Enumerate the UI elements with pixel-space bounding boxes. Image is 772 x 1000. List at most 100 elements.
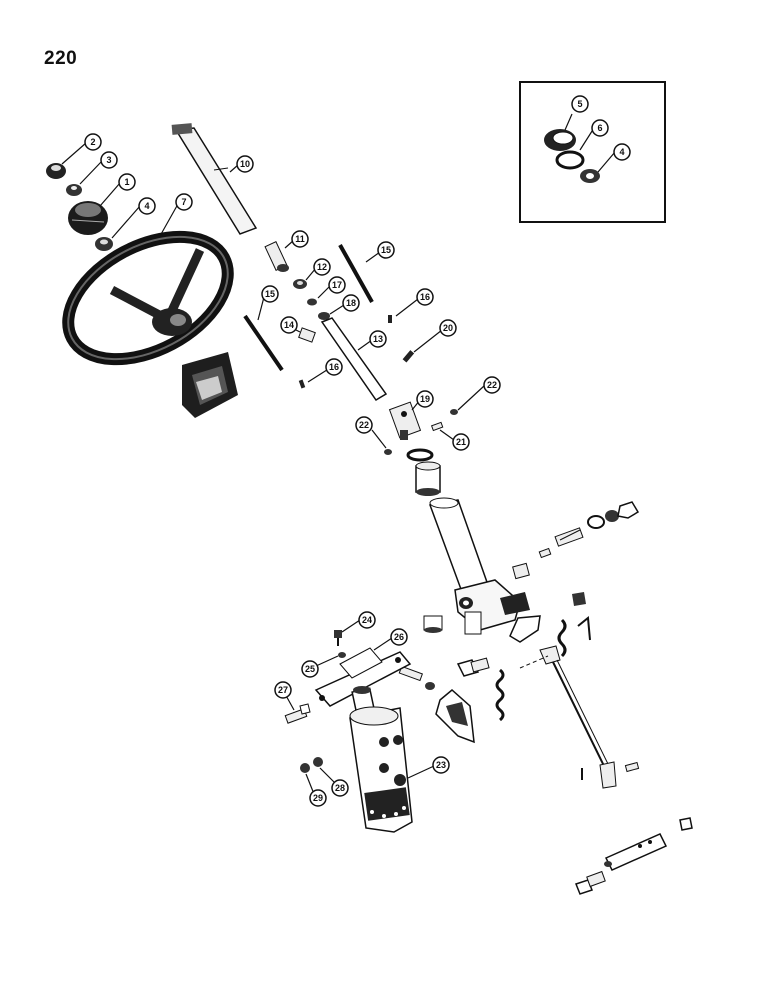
callout-inset-6: 6 <box>591 119 609 137</box>
bracket-bolt-center <box>456 657 490 677</box>
callout-18: 18 <box>342 294 360 312</box>
callout-20: 20 <box>439 319 457 337</box>
tilt-spring-upper <box>557 618 570 658</box>
svg-text:11: 11 <box>295 234 305 244</box>
inset-seal-ring <box>555 150 585 170</box>
callout-15-left: 15 <box>261 285 279 303</box>
svg-text:23: 23 <box>436 760 446 770</box>
bolt-27 <box>284 703 311 724</box>
callouts: 5 6 4 2 3 1 4 7 10 11 12 15 17 16 18 15 … <box>84 95 631 807</box>
svg-text:26: 26 <box>394 632 404 642</box>
callout-23: 23 <box>432 756 450 774</box>
callout-4: 4 <box>138 197 156 215</box>
svg-text:19: 19 <box>420 394 430 404</box>
intermediate-shaft <box>320 317 388 402</box>
callout-11: 11 <box>291 230 309 248</box>
control-rod <box>519 645 617 789</box>
callout-19: 19 <box>416 390 434 408</box>
tilt-lever <box>509 615 541 643</box>
small-pin-16-bottom <box>298 379 306 389</box>
bracket-bolt-left <box>398 665 435 690</box>
pin-20 <box>402 350 415 363</box>
mounting-bracket <box>314 647 412 707</box>
svg-text:13: 13 <box>373 334 383 344</box>
callout-27: 27 <box>274 681 292 699</box>
svg-text:18: 18 <box>346 298 356 308</box>
callout-29: 29 <box>309 789 327 807</box>
svg-text:25: 25 <box>305 664 315 674</box>
svg-text:27: 27 <box>278 685 288 695</box>
callout-26: 26 <box>390 628 408 646</box>
svg-text:7: 7 <box>181 197 186 207</box>
callout-10: 10 <box>236 155 254 173</box>
callout-16-bottom: 16 <box>325 358 343 376</box>
upper-bushing <box>415 461 441 496</box>
callout-3: 3 <box>100 151 118 169</box>
steering-hub <box>68 201 108 235</box>
svg-text:15: 15 <box>265 289 275 299</box>
pivot-bolt <box>554 527 584 547</box>
universal-joint <box>388 401 422 440</box>
pivot-nut-2 <box>617 501 640 519</box>
svg-text:4: 4 <box>619 147 624 157</box>
callout-22-right: 22 <box>483 376 501 394</box>
inset-seal-cup <box>544 129 576 151</box>
page-number: 220 <box>44 48 78 69</box>
svg-text:1: 1 <box>124 177 129 187</box>
shaft-coupler <box>264 241 289 272</box>
lock-nut <box>572 592 586 606</box>
inset-nut <box>580 169 600 183</box>
linkage-bolt <box>575 870 606 895</box>
callout-17: 17 <box>328 276 346 294</box>
steering-wheel <box>62 230 234 366</box>
steering-column-tube <box>428 497 530 635</box>
bushing-12 <box>293 279 307 289</box>
svg-text:21: 21 <box>456 437 466 447</box>
steering-control-valve <box>349 686 413 833</box>
svg-text:22: 22 <box>359 420 369 430</box>
svg-text:6: 6 <box>597 123 602 133</box>
svg-text:15: 15 <box>381 245 391 255</box>
svg-text:14: 14 <box>284 320 294 330</box>
callout-25: 25 <box>301 660 319 678</box>
callout-2: 2 <box>84 133 102 151</box>
linkage-arm <box>604 833 668 871</box>
hub-cap <box>46 163 66 179</box>
callout-14: 14 <box>280 316 298 334</box>
linkage-washer <box>604 861 612 867</box>
svg-text:16: 16 <box>420 292 430 302</box>
nut-28 <box>313 757 323 767</box>
clevis-pin <box>624 761 640 773</box>
svg-text:3: 3 <box>106 155 111 165</box>
steering-shroud <box>182 352 238 418</box>
svg-text:17: 17 <box>332 280 342 290</box>
svg-text:12: 12 <box>317 262 327 272</box>
valve-shield <box>435 689 475 744</box>
inset-frame <box>519 81 666 223</box>
hub-lower-nut <box>95 237 113 251</box>
bracket-bolt-24 <box>334 630 342 646</box>
svg-text:16: 16 <box>329 362 339 372</box>
nut-29 <box>300 763 310 773</box>
nut-22-right <box>450 409 458 415</box>
callout-16-top: 16 <box>416 288 434 306</box>
callout-inset-4: 4 <box>613 143 631 161</box>
callout-22-left: 22 <box>355 416 373 434</box>
callout-12: 12 <box>313 258 331 276</box>
svg-text:20: 20 <box>443 323 453 333</box>
hub-nut <box>66 184 82 196</box>
linkage-nut <box>679 817 693 831</box>
callout-15-right: 15 <box>377 241 395 259</box>
svg-text:10: 10 <box>240 159 250 169</box>
callout-1: 1 <box>118 173 136 191</box>
washer-25 <box>338 652 346 658</box>
steering-shaft <box>171 123 258 235</box>
svg-text:2: 2 <box>90 137 95 147</box>
pin-21 <box>430 421 444 432</box>
pin-15-right <box>338 244 374 303</box>
pivot-nut-1 <box>605 510 619 522</box>
nut-22-left <box>384 449 392 455</box>
spacer-14 <box>298 327 316 343</box>
svg-text:22: 22 <box>487 380 497 390</box>
lower-bushing <box>423 615 443 633</box>
